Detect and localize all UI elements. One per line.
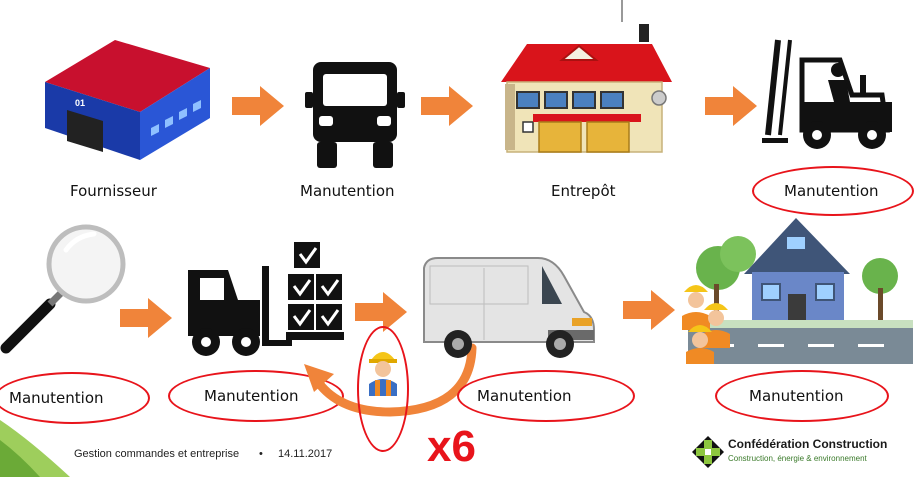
magnifying-glass-icon [0,224,126,354]
van-label: Manutention [477,387,572,405]
confederation-logo-icon [692,436,724,468]
highlight-oval-picking [168,370,344,422]
flow-arrow-6 [623,290,675,330]
highlight-oval-forklift [752,166,914,216]
supplier-label: Fournisseur [70,182,157,200]
logo-tagline: Construction, énergie & environnement [728,454,867,463]
building-number: 01 [75,98,85,108]
inspection-label: Manutention [9,389,104,407]
flow-arrow-2 [421,86,473,126]
highlight-oval-inspection [0,372,150,424]
flow-arrow-3 [705,86,757,126]
flow-arrow-1 [232,86,284,126]
multiplier-label: x6 [427,422,476,471]
warehouse-label: Entrepôt [551,182,616,200]
footer-date: 14.11.2017 [278,448,333,460]
flow-arrow-5 [355,292,407,332]
footer-text: Gestion commandes et entreprise [74,448,240,460]
footer-separator: • [259,448,263,460]
highlight-oval-van [457,370,635,422]
forklift-icon [762,39,892,149]
truck-icon [305,62,405,168]
forklift-boxes-icon [188,242,344,356]
flow-arrow-4 [120,298,172,338]
forklift-label: Manutention [784,182,879,200]
warehouse-icon [501,0,672,153]
highlight-oval-worker [357,326,409,452]
picking-label: Manutention [204,387,299,405]
van-icon [423,257,595,358]
truck-label: Manutention [300,182,395,200]
supplier-building-icon: 01 [45,40,210,160]
delivery-label: Manutention [749,387,844,405]
highlight-oval-delivery [715,370,889,422]
worker-group [682,285,730,364]
logo-name: Confédération Construction [728,437,888,451]
delivery-house-icon [682,218,913,364]
